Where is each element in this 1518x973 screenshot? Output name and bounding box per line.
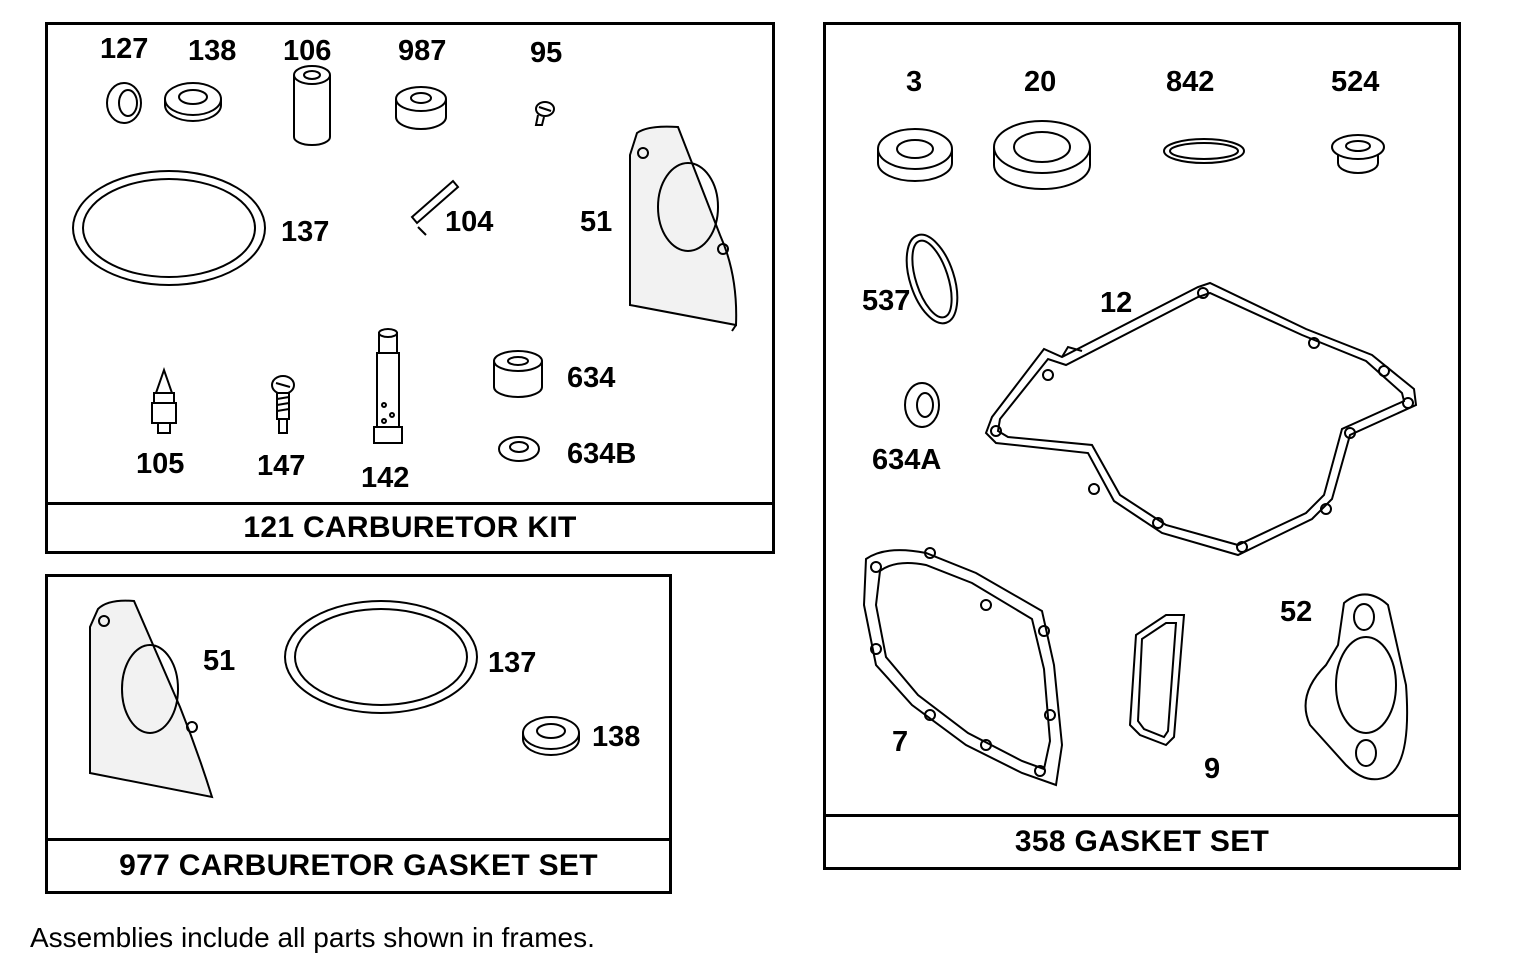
label-9: 9 bbox=[1204, 753, 1221, 785]
part-147-screw bbox=[271, 375, 295, 434]
gasket-set-title: 358 GASKET SET bbox=[826, 814, 1458, 867]
label-104: 104 bbox=[445, 206, 494, 238]
part-12-crankcase-gasket bbox=[984, 281, 1418, 557]
part-138-washer bbox=[164, 82, 222, 122]
part-51-plate bbox=[89, 599, 214, 799]
part-104-pin bbox=[410, 179, 460, 236]
part-537-o-ring bbox=[905, 233, 959, 325]
carburetor-kit-title: 121 CARBURETOR KIT bbox=[48, 502, 772, 551]
part-95-screw bbox=[534, 101, 555, 126]
part-842-o-ring bbox=[1163, 138, 1245, 164]
part-3-seal bbox=[877, 128, 953, 182]
carburetor-gasket-set-parts-drawing bbox=[89, 599, 580, 799]
part-52-intake-gasket bbox=[1304, 593, 1409, 781]
label-137: 137 bbox=[488, 647, 537, 679]
label-137: 137 bbox=[281, 216, 330, 248]
label-138: 138 bbox=[592, 721, 641, 753]
part-634-bushing bbox=[493, 350, 543, 398]
part-142-tube bbox=[373, 328, 403, 444]
label-634b: 634B bbox=[567, 438, 637, 470]
part-106-sleeve bbox=[293, 65, 331, 146]
part-51-plate bbox=[629, 125, 738, 332]
label-634a: 634A bbox=[872, 444, 942, 476]
label-842: 842 bbox=[1166, 66, 1215, 98]
label-987: 987 bbox=[398, 35, 447, 67]
gasket-set-parts-drawing bbox=[862, 120, 1418, 787]
part-105-needle bbox=[151, 366, 177, 434]
label-138: 138 bbox=[188, 35, 237, 67]
label-537: 537 bbox=[862, 285, 911, 317]
gasket-set-frame: 3 20 842 524 537 12 634A 7 9 52 358 GASK… bbox=[823, 22, 1461, 870]
label-52: 52 bbox=[1280, 596, 1313, 628]
label-106: 106 bbox=[283, 35, 332, 67]
part-987-bushing bbox=[395, 86, 447, 130]
part-137-gasket-ring bbox=[284, 600, 478, 714]
part-9-cover-gasket bbox=[1128, 614, 1186, 747]
carburetor-kit-frame: 127 138 106 987 95 137 104 51 105 147 14… bbox=[45, 22, 775, 554]
part-7-head-gasket bbox=[862, 547, 1064, 787]
label-105: 105 bbox=[136, 448, 185, 480]
label-95: 95 bbox=[530, 37, 563, 69]
part-634a-seal bbox=[904, 382, 940, 428]
label-147: 147 bbox=[257, 450, 306, 482]
label-127: 127 bbox=[100, 33, 149, 65]
part-634b-washer bbox=[498, 436, 540, 462]
footnote: Assemblies include all parts shown in fr… bbox=[30, 922, 595, 953]
carburetor-gasket-set-title: 977 CARBURETOR GASKET SET bbox=[48, 838, 669, 891]
label-20: 20 bbox=[1024, 66, 1057, 98]
part-137-gasket-ring bbox=[72, 170, 266, 286]
label-51: 51 bbox=[580, 206, 613, 238]
label-3: 3 bbox=[906, 66, 923, 98]
label-7: 7 bbox=[892, 726, 909, 758]
carburetor-gasket-set-frame: 51 137 138 977 CARBURETOR GASKET SET bbox=[45, 574, 672, 894]
part-138-washer bbox=[522, 716, 580, 756]
label-142: 142 bbox=[361, 462, 410, 494]
part-20-seal bbox=[993, 120, 1091, 190]
label-634: 634 bbox=[567, 362, 616, 394]
label-12: 12 bbox=[1100, 287, 1133, 319]
label-51: 51 bbox=[203, 645, 236, 677]
part-127-cap bbox=[106, 82, 142, 124]
carburetor-kit-parts-drawing bbox=[72, 65, 738, 462]
label-524: 524 bbox=[1331, 66, 1380, 98]
part-524-plug bbox=[1331, 134, 1385, 174]
